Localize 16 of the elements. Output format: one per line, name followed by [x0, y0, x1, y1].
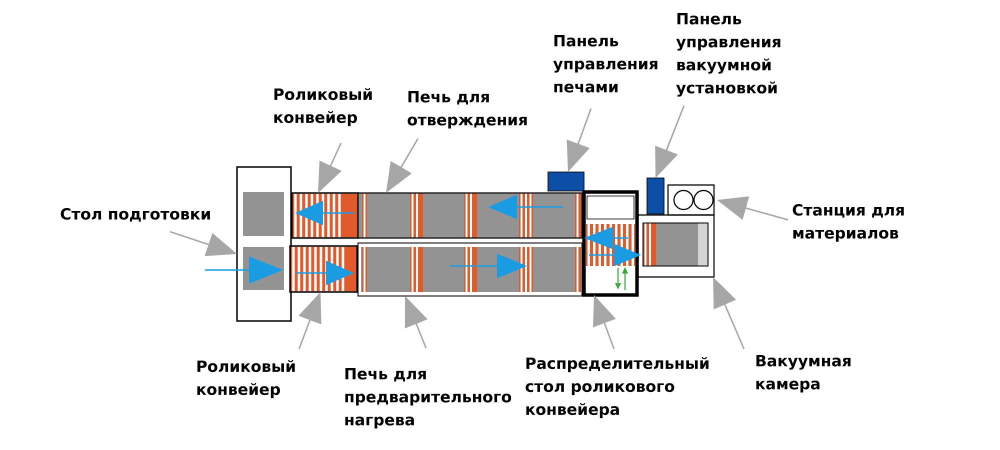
oven [357, 192, 583, 239]
oven [358, 242, 582, 296]
control-panel [646, 178, 664, 214]
callout-label: Панель управления вакуумной установкой [676, 13, 780, 97]
material-station [667, 184, 715, 216]
vacuum-chamber [637, 214, 715, 278]
callout-label: Панель управления печами [553, 35, 658, 93]
callout-label: Печь для отверждения [408, 91, 527, 129]
callout-label: Распределительный стол роликового конвейера [526, 357, 708, 418]
callout-label: Вакуумная камера [756, 355, 851, 393]
callout-label: Станция для материалов [792, 204, 904, 242]
callout-label: Роликовый конвейер [197, 360, 295, 398]
callout-label: Роликовый конвейер [274, 88, 372, 126]
callout-label: Стол подготовки [60, 208, 210, 222]
callout-label: Печь для предварительного нагрева [345, 368, 512, 429]
control-panel [548, 172, 584, 192]
